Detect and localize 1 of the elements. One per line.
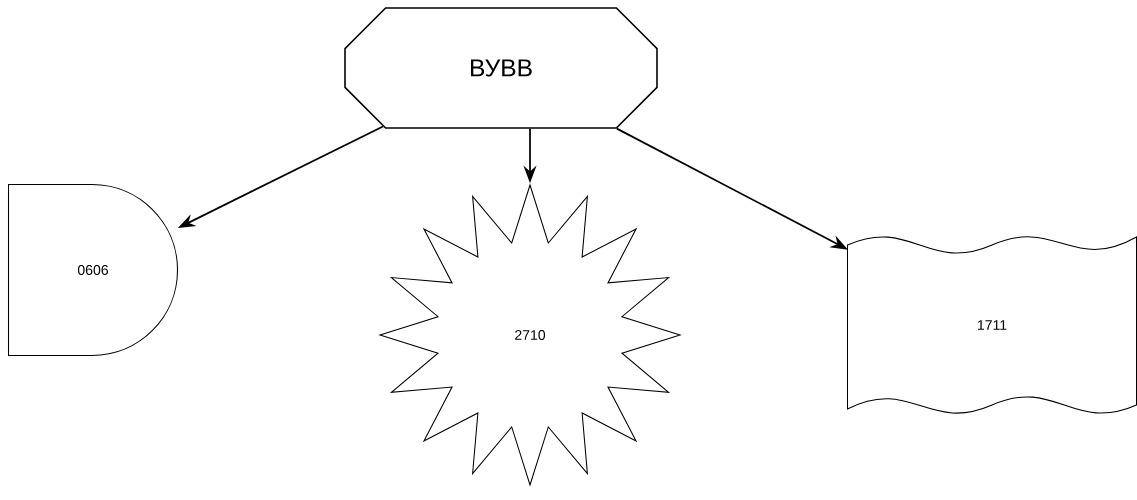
hexagon-box: ВУВВ <box>344 7 658 129</box>
